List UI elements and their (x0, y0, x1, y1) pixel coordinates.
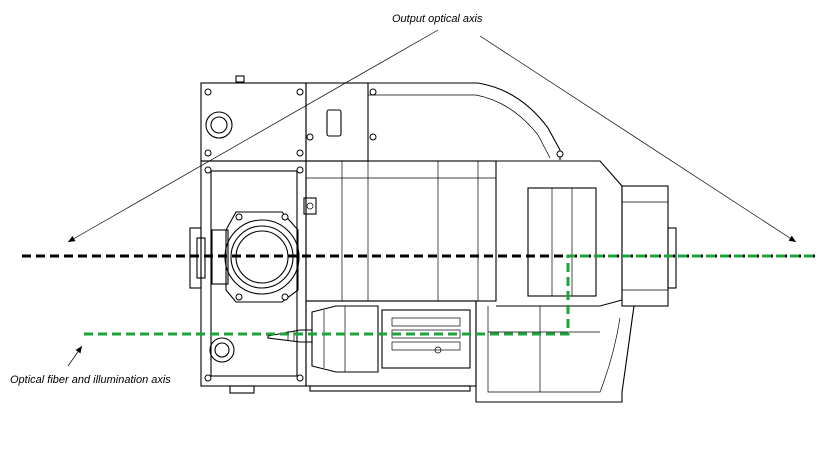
output-axis-arrow-right (479, 35, 797, 243)
screws (204, 88, 564, 382)
illumination-axis-line (84, 254, 818, 336)
device-outline (189, 75, 677, 403)
fiber-axis-arrow (67, 345, 83, 367)
output-optical-axis-label: Output optical axis (392, 13, 483, 25)
output-axis-arrow-left (67, 29, 439, 243)
fiber-illumination-axis-label: Optical fiber and illumination axis (10, 374, 171, 386)
